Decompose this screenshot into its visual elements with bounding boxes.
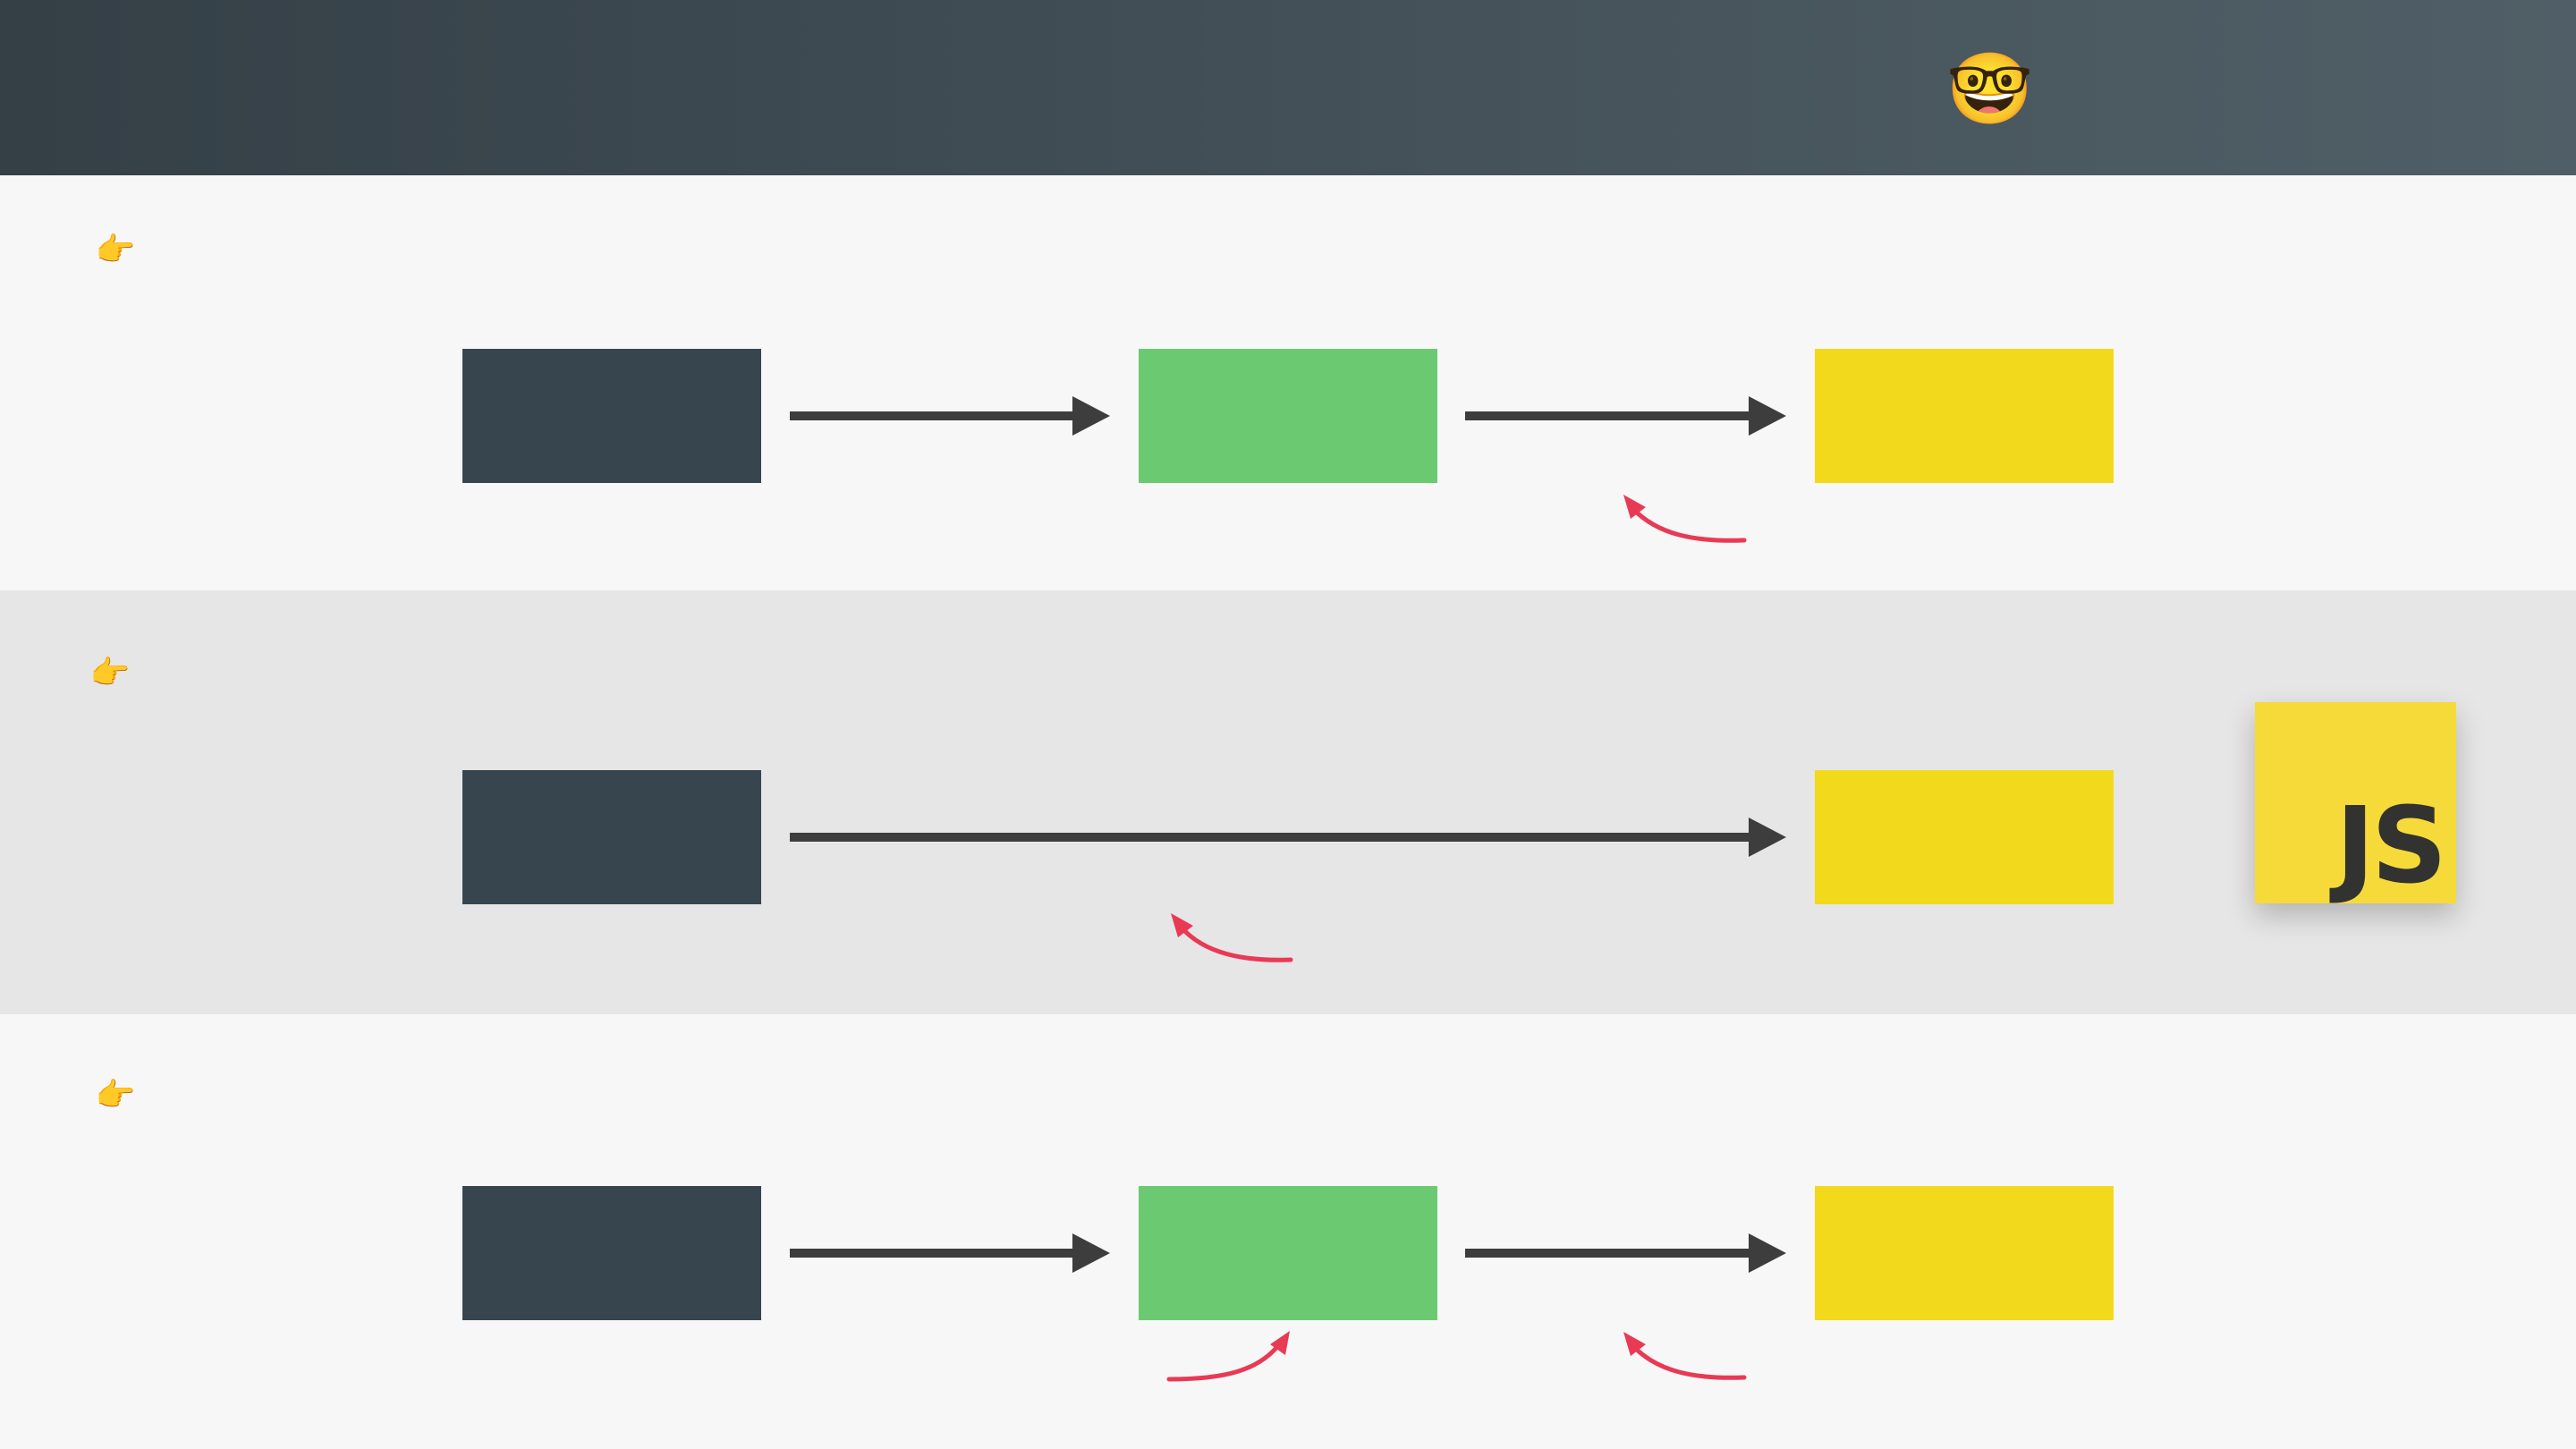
row-3-curved-arrow-1 (1166, 1331, 1290, 1382)
row-3-arrow-1 (790, 1233, 1110, 1273)
row-3-arrow-2 (1465, 1233, 1786, 1273)
row-2-yellow-box (1815, 770, 2114, 904)
row-2-arrow (790, 818, 1786, 857)
row-2-curved-arrow (1171, 913, 1293, 962)
row-3-curved-arrow-2 (1623, 1332, 1747, 1380)
row-2-dark-box (462, 770, 761, 904)
row-1-green-box (1139, 349, 1437, 483)
row-1-pointer-icon: 👉 (95, 232, 136, 268)
row-3-yellow-box (1815, 1186, 2114, 1320)
row-3-pointer-icon: 👉 (95, 1077, 136, 1114)
row-1-yellow-box (1815, 349, 2114, 483)
row-2-band (0, 590, 2576, 1014)
row-3-green-box (1139, 1186, 1437, 1320)
header-bar: 🤓 (0, 0, 2576, 175)
row-3-dark-box (462, 1186, 761, 1320)
row-1-arrow-1 (790, 396, 1110, 436)
row-1-curved-arrow (1623, 495, 1747, 543)
row-2-pointer-icon: 👉 (89, 655, 131, 691)
javascript-logo: JS (2255, 702, 2456, 903)
row-1-arrow-2 (1465, 396, 1786, 436)
javascript-logo-text: JS (2335, 784, 2447, 907)
row-1-dark-box (462, 349, 761, 483)
nerd-face-icon: 🤓 (1946, 49, 2034, 130)
